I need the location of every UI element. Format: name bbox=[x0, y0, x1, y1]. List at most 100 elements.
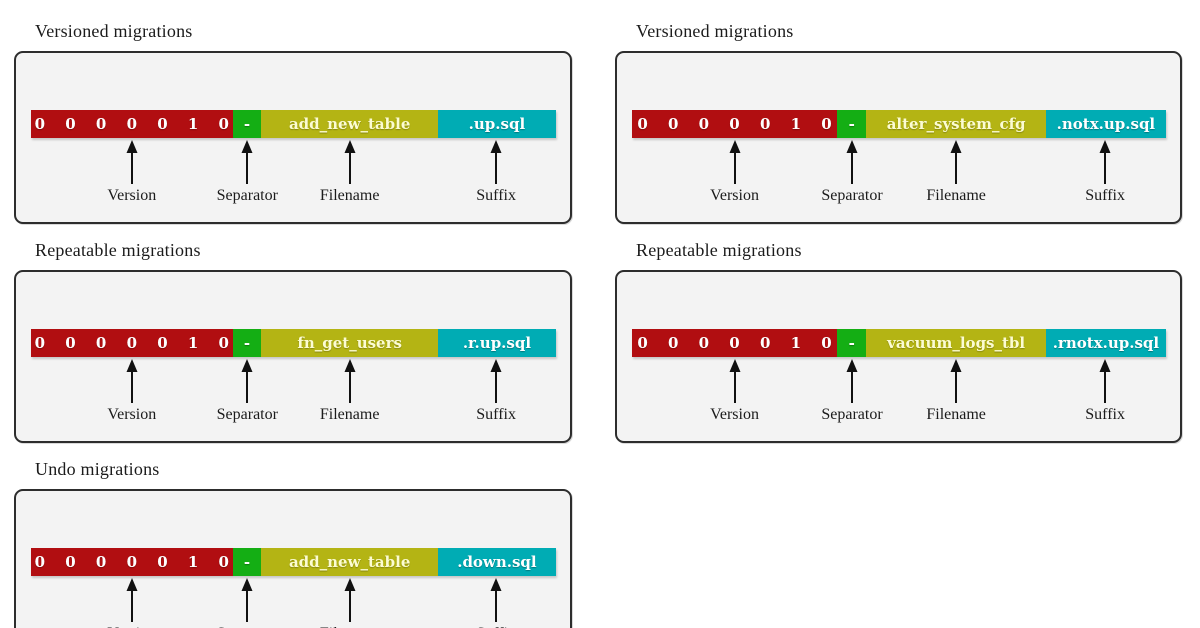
up-arrow-icon bbox=[729, 140, 741, 184]
up-arrow-icon bbox=[126, 140, 138, 184]
pointer-label-suffix: Suffix bbox=[476, 187, 516, 204]
pointer-row: Version Separator Filename bbox=[31, 359, 556, 431]
pointer-label-version: Version bbox=[107, 187, 157, 204]
version-segment: 0 0 0 0 0 1 0 bbox=[31, 329, 233, 357]
filename-bar: 0 0 0 0 0 1 0 - alter_system_cfg .notx.u… bbox=[632, 110, 1166, 138]
migration-panel: Repeatable migrations 0 0 0 0 0 1 0 - va… bbox=[615, 239, 1182, 443]
pointer-label-filename: Filename bbox=[926, 406, 986, 423]
version-digits: 0 0 0 0 0 1 0 bbox=[34, 334, 229, 352]
filename-segment: fn_get_users bbox=[261, 329, 438, 357]
filename-text: vacuum_logs_tbl bbox=[887, 334, 1026, 352]
pointer-label-suffix: Suffix bbox=[476, 406, 516, 423]
pointer-label-version: Version bbox=[710, 187, 759, 204]
filename-bar: 0 0 0 0 0 1 0 - vacuum_logs_tbl .rnotx.u… bbox=[632, 329, 1166, 357]
pointer-label-separator: Separator bbox=[821, 406, 883, 423]
up-arrow-icon bbox=[126, 359, 138, 403]
pointer-label-version: Version bbox=[710, 406, 759, 423]
up-arrow-icon bbox=[344, 359, 356, 403]
up-arrow-icon bbox=[241, 359, 253, 403]
up-arrow-icon bbox=[490, 359, 502, 403]
panel-title: Undo migrations bbox=[35, 459, 160, 479]
pointer-label-filename: Filename bbox=[926, 187, 986, 204]
pointer-separator: Separator bbox=[787, 140, 917, 206]
suffix-text: .rnotx.up.sql bbox=[1052, 334, 1160, 352]
pointer-row: Version Separator Filename bbox=[31, 578, 556, 628]
filename-text: alter_system_cfg bbox=[886, 115, 1026, 133]
pointer-label-filename: Filename bbox=[319, 187, 380, 204]
suffix-text: .up.sql bbox=[468, 115, 526, 133]
filename-bar: 0 0 0 0 0 1 0 - fn_get_users .r.up.sql bbox=[31, 329, 556, 357]
pointer-separator: Separator bbox=[182, 359, 312, 425]
version-digits: 0 0 0 0 0 1 0 bbox=[34, 115, 229, 133]
separator-char: - bbox=[243, 115, 251, 133]
panel-title: Repeatable migrations bbox=[636, 240, 802, 260]
pointer-label-suffix: Suffix bbox=[476, 624, 516, 628]
filename-segment: add_new_table bbox=[261, 110, 438, 138]
pointer-version: Version bbox=[67, 578, 197, 628]
filename-bar: 0 0 0 0 0 1 0 - add_new_table .down.sql bbox=[31, 548, 556, 576]
pointer-suffix: Suffix bbox=[431, 578, 561, 628]
migration-panel: Versioned migrations 0 0 0 0 0 1 0 - add… bbox=[14, 20, 572, 224]
suffix-segment: .up.sql bbox=[437, 110, 556, 138]
up-arrow-icon bbox=[1099, 359, 1111, 403]
separator-segment: - bbox=[232, 548, 262, 576]
version-segment: 0 0 0 0 0 1 0 bbox=[632, 329, 838, 357]
up-arrow-icon bbox=[344, 578, 356, 622]
suffix-text: .notx.up.sql bbox=[1056, 115, 1156, 133]
pointer-filename: Filename bbox=[285, 140, 415, 206]
pointer-label-separator: Separator bbox=[216, 187, 278, 204]
panel-grid: Versioned migrations 0 0 0 0 0 1 0 - add… bbox=[14, 20, 1182, 628]
panel-box: 0 0 0 0 0 1 0 - fn_get_users .r.up.sql bbox=[14, 270, 572, 443]
separator-char: - bbox=[243, 553, 251, 571]
filename-segment: alter_system_cfg bbox=[866, 110, 1046, 138]
up-arrow-icon bbox=[950, 359, 962, 403]
pointer-label-filename: Filename bbox=[319, 406, 380, 423]
version-digits: 0 0 0 0 0 1 0 bbox=[34, 553, 229, 571]
pointer-version: Version bbox=[670, 359, 800, 425]
up-arrow-icon bbox=[846, 140, 858, 184]
pointer-row: Version Separator Filename bbox=[31, 140, 556, 212]
panel-box: 0 0 0 0 0 1 0 - alter_system_cfg .notx.u… bbox=[615, 51, 1182, 224]
filename-segment: vacuum_logs_tbl bbox=[866, 329, 1046, 357]
pointer-suffix: Suffix bbox=[1040, 140, 1170, 206]
panel-title: Repeatable migrations bbox=[35, 240, 201, 260]
up-arrow-icon bbox=[241, 140, 253, 184]
up-arrow-icon bbox=[126, 578, 138, 622]
pointer-filename: Filename bbox=[891, 140, 1021, 206]
separator-segment: - bbox=[837, 110, 867, 138]
up-arrow-icon bbox=[729, 359, 741, 403]
panel-box: 0 0 0 0 0 1 0 - vacuum_logs_tbl .rnotx.u… bbox=[615, 270, 1182, 443]
pointer-filename: Filename bbox=[891, 359, 1021, 425]
version-segment: 0 0 0 0 0 1 0 bbox=[31, 548, 233, 576]
up-arrow-icon bbox=[241, 578, 253, 622]
pointer-label-version: Version bbox=[107, 624, 156, 628]
suffix-segment: .rnotx.up.sql bbox=[1045, 329, 1166, 357]
suffix-segment: .r.up.sql bbox=[437, 329, 556, 357]
panel-title: Versioned migrations bbox=[636, 21, 794, 41]
pointer-label-suffix: Suffix bbox=[1085, 406, 1125, 423]
pointer-filename: Filename bbox=[285, 359, 415, 425]
up-arrow-icon bbox=[344, 140, 356, 184]
pointer-label-separator: Separator bbox=[821, 187, 883, 204]
pointer-label-separator: Separator bbox=[216, 406, 278, 423]
pointer-separator: Separator bbox=[182, 140, 312, 206]
pointer-label-separator: Separator bbox=[217, 624, 278, 628]
pointer-suffix: Suffix bbox=[1040, 359, 1170, 425]
suffix-text: .down.sql bbox=[457, 553, 537, 571]
pointer-label-suffix: Suffix bbox=[1085, 187, 1125, 204]
up-arrow-icon bbox=[1099, 140, 1111, 184]
pointer-version: Version bbox=[670, 140, 800, 206]
pointer-label-filename: Filename bbox=[320, 624, 380, 628]
separator-segment: - bbox=[232, 110, 262, 138]
panel-title: Versioned migrations bbox=[35, 21, 193, 41]
panel-box: 0 0 0 0 0 1 0 - add_new_table .down.sql bbox=[14, 489, 572, 628]
filename-bar: 0 0 0 0 0 1 0 - add_new_table .up.sql bbox=[31, 110, 556, 138]
separator-char: - bbox=[848, 115, 855, 133]
version-segment: 0 0 0 0 0 1 0 bbox=[632, 110, 838, 138]
suffix-segment: .notx.up.sql bbox=[1045, 110, 1166, 138]
version-segment: 0 0 0 0 0 1 0 bbox=[31, 110, 233, 138]
migration-panel: Undo migrations 0 0 0 0 0 1 0 - add_new_… bbox=[14, 458, 572, 628]
up-arrow-icon bbox=[490, 578, 502, 622]
up-arrow-icon bbox=[950, 140, 962, 184]
pointer-separator: Separator bbox=[787, 359, 917, 425]
